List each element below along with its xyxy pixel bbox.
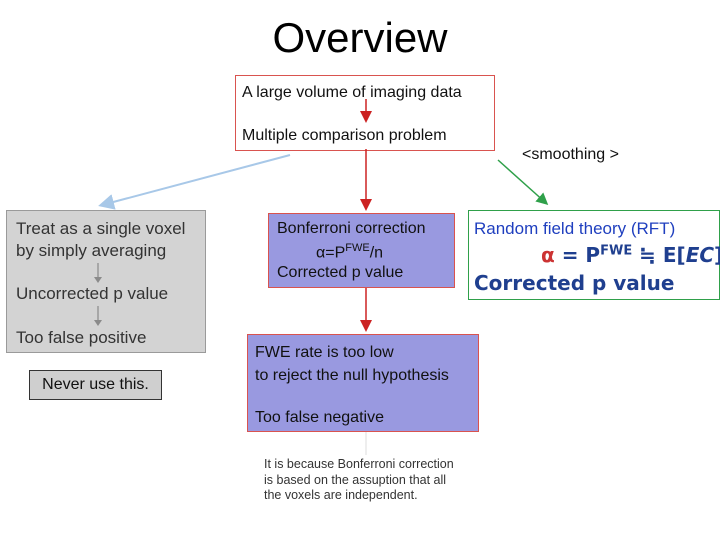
rft-formula: α = PFWE ≒ E[EC] <box>541 243 720 267</box>
note-line-2: is based on the assuption that all <box>264 472 447 487</box>
never-use-label: Never use this. <box>29 370 162 400</box>
multiple-comparison-label: Multiple comparison problem <box>242 127 447 144</box>
imaging-data-label: A large volume of imaging data <box>242 84 462 101</box>
bonferroni-box: Bonferroni correction α=PFWE/n Corrected… <box>268 213 455 288</box>
voxel-box-arrows <box>94 263 102 326</box>
smoothing-label: <smoothing > <box>522 146 619 163</box>
bonferroni-formula: α=PFWE/n <box>316 242 384 262</box>
bonferroni-label: Bonferroni correction <box>277 220 426 237</box>
note-line-1: It is because Bonferroni correction <box>264 457 454 471</box>
arrow-to-rft <box>497 159 549 206</box>
note-line-3: the voxels are independent. <box>264 488 418 502</box>
false-negative-label: Too false negative <box>255 409 384 426</box>
single-voxel-box: Treat as a single voxel by simply averag… <box>6 210 206 353</box>
rft-title: Random field theory (RFT) <box>474 219 676 238</box>
rft-box: Random field theory (RFT) α = PFWE ≒ E[E… <box>468 210 720 300</box>
uncorrected-p-label: Uncorrected p value <box>16 284 169 303</box>
false-positive-label: Too false positive <box>16 328 147 347</box>
rft-corrected-p-label: Corrected p value <box>474 271 675 295</box>
independence-note: It is because Bonferroni correction is b… <box>264 457 484 504</box>
fwe-rate-box: FWE rate is too low to reject the null h… <box>247 334 479 432</box>
single-voxel-label: Treat as a single voxel <box>16 219 186 238</box>
corrected-p-label: Corrected p value <box>277 264 404 281</box>
slide-title: Overview <box>272 14 448 61</box>
null-hypothesis-label: to reject the null hypothesis <box>255 367 449 384</box>
averaging-label: by simply averaging <box>16 241 167 260</box>
arrow-to-voxel-box <box>98 154 291 210</box>
fwe-rate-label: FWE rate is too low <box>255 344 394 361</box>
